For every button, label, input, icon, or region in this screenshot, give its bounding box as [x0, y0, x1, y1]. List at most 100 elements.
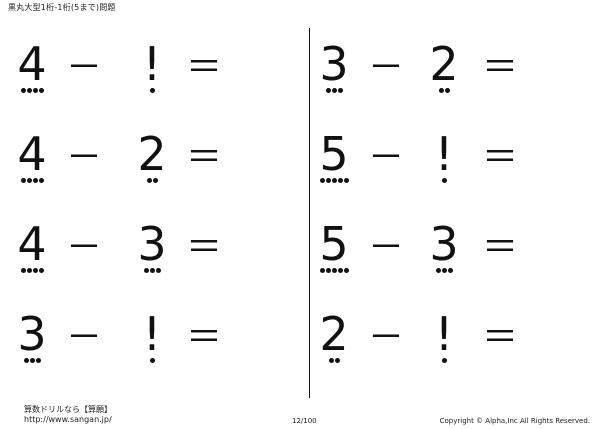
count-dot — [337, 178, 343, 183]
count-dot — [334, 358, 340, 363]
problem-left-3: 4 － 3 ＝ — [12, 217, 232, 286]
minus-sign: － — [368, 317, 405, 358]
footer-site: 算数ドリルなら【算願】 http://www.sangan.jp/ — [24, 405, 112, 425]
minuend-dots — [314, 268, 354, 273]
count-dot — [38, 268, 44, 273]
minuend-digit: 5 — [319, 127, 349, 181]
count-dot — [143, 268, 149, 273]
subtrahend-dots — [424, 358, 464, 363]
count-dot — [32, 88, 38, 93]
page-number: 12/100 — [292, 417, 317, 425]
count-dot — [146, 178, 152, 183]
count-dot — [331, 268, 337, 273]
count-dot — [35, 358, 41, 363]
minuend-dots — [12, 358, 52, 363]
equals-sign: ＝ — [482, 137, 519, 178]
count-dot — [20, 268, 26, 273]
minus-sign: － — [66, 47, 103, 88]
count-dot — [26, 88, 32, 93]
subtrahend-dots — [132, 178, 172, 183]
count-dot — [149, 268, 155, 273]
count-dot — [149, 358, 155, 363]
count-dot — [26, 178, 32, 183]
count-dot — [441, 268, 447, 273]
subtrahend-dots — [424, 178, 464, 183]
count-dot — [32, 178, 38, 183]
minuend-digit: 5 — [319, 217, 349, 271]
subtrahend-dots — [424, 88, 464, 93]
problem-left-1: 4 － ! ＝ — [12, 37, 232, 106]
count-dot — [343, 268, 349, 273]
count-dot — [38, 88, 44, 93]
problem-right-4: 2 － ! ＝ — [314, 307, 534, 376]
subtrahend-digit: ! — [434, 307, 454, 361]
subtrahend-digit: ! — [142, 37, 162, 91]
count-dot — [26, 268, 32, 273]
minus-sign: － — [66, 317, 103, 358]
minus-sign: － — [66, 137, 103, 178]
problem-right-1: 3 － 2 ＝ — [314, 37, 534, 106]
equals-sign: ＝ — [186, 47, 223, 88]
count-dot — [325, 178, 331, 183]
subtrahend-digit: ! — [434, 127, 454, 181]
count-dot — [32, 268, 38, 273]
count-dot — [343, 178, 349, 183]
count-dot — [319, 178, 325, 183]
equals-sign: ＝ — [482, 227, 519, 268]
subtrahend-dots — [424, 268, 464, 273]
count-dot — [331, 178, 337, 183]
minuend-digit: 3 — [17, 307, 47, 361]
copyright: Copyright © Alpha,Inc All Rights Reserve… — [439, 417, 590, 425]
equals-sign: ＝ — [482, 317, 519, 358]
minus-sign: － — [368, 47, 405, 88]
count-dot — [337, 88, 343, 93]
minuend-dots — [12, 88, 52, 93]
subtrahend-dots — [132, 88, 172, 93]
minuend-dots — [12, 178, 52, 183]
minuend-dots — [314, 178, 354, 183]
count-dot — [328, 358, 334, 363]
problem-right-2: 5 － ! ＝ — [314, 127, 534, 196]
problem-left-2: 4 － 2 ＝ — [12, 127, 232, 196]
count-dot — [447, 268, 453, 273]
minuend-digit: 4 — [17, 127, 47, 181]
minuend-dots — [12, 268, 52, 273]
minus-sign: － — [66, 227, 103, 268]
count-dot — [331, 88, 337, 93]
site-name: 算数ドリルなら【算願】 — [24, 405, 112, 414]
count-dot — [319, 268, 325, 273]
equals-sign: ＝ — [186, 317, 223, 358]
count-dot — [438, 88, 444, 93]
page-title: 黒丸大型1桁-1桁(5まで)問題 — [8, 3, 116, 12]
subtrahend-digit: 2 — [137, 127, 167, 181]
subtrahend-digit: 3 — [429, 217, 459, 271]
minuend-digit: 3 — [319, 37, 349, 91]
count-dot — [337, 268, 343, 273]
count-dot — [149, 88, 155, 93]
problem-right-3: 5 － 3 ＝ — [314, 217, 534, 286]
subtrahend-digit: 3 — [137, 217, 167, 271]
minuend-dots — [314, 88, 354, 93]
count-dot — [155, 268, 161, 273]
count-dot — [325, 268, 331, 273]
minuend-digit: 2 — [319, 307, 349, 361]
equals-sign: ＝ — [482, 47, 519, 88]
subtrahend-digit: ! — [142, 307, 162, 361]
count-dot — [435, 268, 441, 273]
problem-left-4: 3 － ! ＝ — [12, 307, 232, 376]
equals-sign: ＝ — [186, 137, 223, 178]
count-dot — [23, 358, 29, 363]
count-dot — [38, 178, 44, 183]
count-dot — [20, 178, 26, 183]
minus-sign: － — [368, 137, 405, 178]
subtrahend-dots — [132, 268, 172, 273]
minuend-dots — [314, 358, 354, 363]
equals-sign: ＝ — [186, 227, 223, 268]
count-dot — [441, 358, 447, 363]
count-dot — [20, 88, 26, 93]
subtrahend-digit: 2 — [429, 37, 459, 91]
minuend-digit: 4 — [17, 37, 47, 91]
site-url-link[interactable]: http://www.sangan.jp/ — [24, 415, 112, 424]
minuend-digit: 4 — [17, 217, 47, 271]
count-dot — [152, 178, 158, 183]
